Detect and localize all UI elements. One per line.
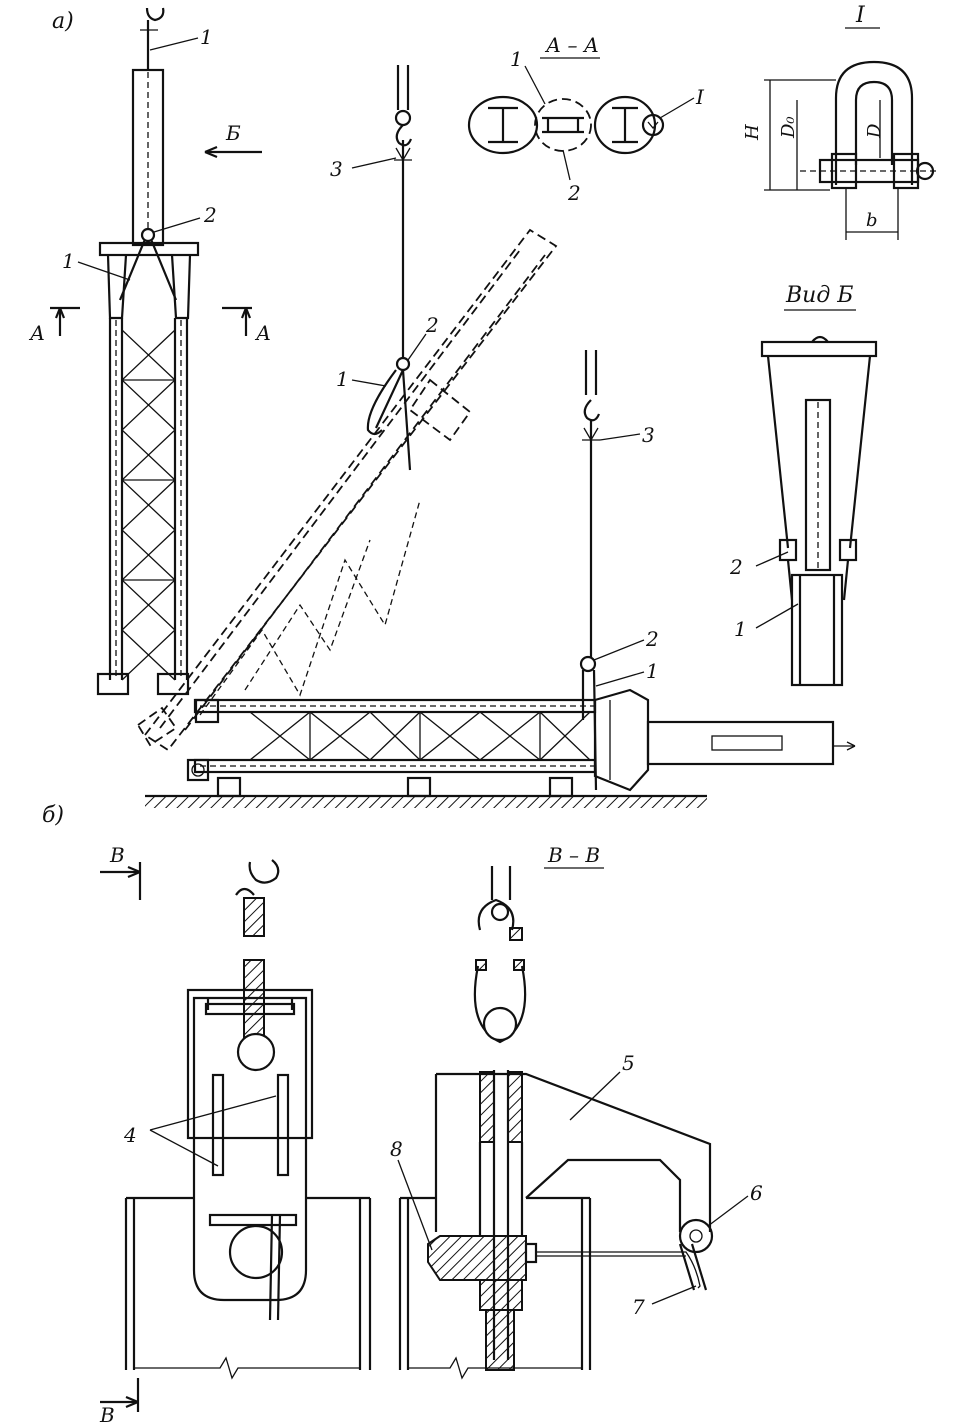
- ground: [145, 796, 707, 808]
- cut-a-right-label: А: [254, 321, 271, 345]
- dim-d0-label: D₀: [778, 116, 799, 139]
- callout-right-3: 3: [642, 423, 655, 447]
- dim-d-label: D: [864, 123, 885, 139]
- callout-mid-3: 3: [330, 157, 343, 181]
- section-aa-title: А – А: [544, 33, 599, 57]
- callout-b-6: 6: [750, 1181, 763, 1205]
- callout-col-1-top: 1: [200, 25, 213, 49]
- section-i-mark: I: [695, 85, 705, 109]
- section-vv-drawing: [398, 866, 714, 1380]
- part-a-label: а): [52, 9, 74, 34]
- part-b-label: б): [42, 803, 64, 828]
- section-vv-title: В – В: [547, 843, 600, 867]
- callout-vb-2: 2: [729, 555, 743, 579]
- horizontal-column: [186, 688, 856, 798]
- cut-v-top-label: В: [109, 843, 125, 867]
- callout-aa-2: 2: [567, 181, 581, 205]
- callout-b-7: 7: [632, 1295, 645, 1319]
- middle-crane-hook: [366, 65, 413, 471]
- callout-aa-1: 1: [510, 47, 523, 71]
- callout-right-1: 1: [646, 659, 659, 683]
- callout-b-5: 5: [622, 1051, 635, 1075]
- vertical-column: [96, 7, 200, 696]
- callout-b-8: 8: [390, 1137, 403, 1161]
- inclined-column-dashed: [136, 228, 558, 752]
- right-crane-hook: [579, 350, 601, 791]
- section-aa-drawing: [467, 95, 665, 155]
- cut-a-left-label: А: [28, 321, 45, 345]
- view-arrow-b-label: Б: [225, 121, 241, 145]
- callout-col-1-left: 1: [62, 249, 75, 273]
- callout-b-4: 4: [123, 1123, 137, 1147]
- dim-b-label: b: [866, 210, 878, 231]
- callout-mid-2: 2: [425, 313, 439, 337]
- callout-col-2-top: 2: [203, 203, 217, 227]
- view-b-title: Вид Б: [785, 283, 853, 308]
- gripping-device-front: [124, 859, 372, 1380]
- callout-mid-1: 1: [336, 367, 349, 391]
- view-b-drawing: [760, 335, 878, 687]
- shackle-detail: [800, 60, 940, 190]
- callout-right-2: 2: [645, 627, 659, 651]
- cut-v-bottom-label: В: [99, 1403, 115, 1424]
- callout-vb-1: 1: [734, 617, 747, 641]
- detail-i-title: I: [855, 3, 866, 28]
- dim-h-label: H: [742, 124, 763, 141]
